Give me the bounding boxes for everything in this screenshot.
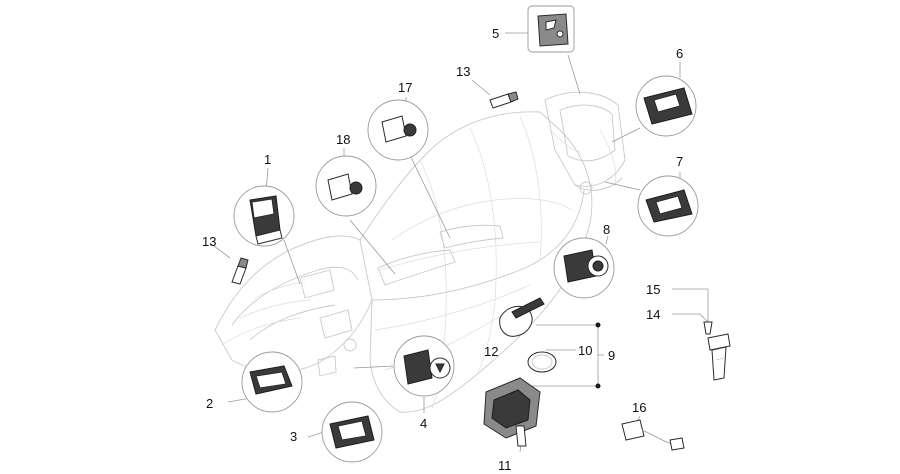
callout-8: 8 bbox=[603, 222, 610, 237]
callout-14: 14 bbox=[646, 307, 660, 322]
callout-1: 1 bbox=[264, 152, 271, 167]
part-16-wired-switch bbox=[621, 419, 685, 451]
callout-13-left: 13 bbox=[202, 234, 216, 249]
leader-lines bbox=[209, 32, 713, 453]
callout-18: 18 bbox=[336, 132, 350, 147]
callout-16: 16 bbox=[632, 400, 646, 415]
part-18-connector bbox=[315, 155, 377, 217]
callout-10: 10 bbox=[578, 343, 592, 358]
part-8-12v-socket bbox=[553, 237, 615, 299]
part-17-connector bbox=[367, 99, 429, 161]
callout-2: 2 bbox=[206, 396, 213, 411]
part-14-15-brake-switch bbox=[703, 321, 731, 381]
part-6-right-switch bbox=[635, 75, 697, 137]
part-4-power-socket bbox=[393, 335, 455, 397]
bracket-dot-bottom bbox=[595, 383, 601, 389]
callout-6: 6 bbox=[676, 46, 683, 61]
bracket-dot-top bbox=[595, 322, 601, 328]
callout-15: 15 bbox=[646, 282, 660, 297]
callout-11: 11 bbox=[498, 458, 512, 473]
callout-9: 9 bbox=[608, 348, 615, 363]
callout-17: 17 bbox=[398, 80, 412, 95]
callout-13-top: 13 bbox=[456, 64, 470, 79]
part-3-light-switch bbox=[321, 401, 383, 463]
callout-7: 7 bbox=[676, 154, 683, 169]
callout-4: 4 bbox=[420, 416, 427, 431]
callout-12: 12 bbox=[484, 344, 498, 359]
part-9-ignition-lock-assembly bbox=[483, 297, 557, 447]
callout-5: 5 bbox=[492, 26, 499, 41]
part-1-rocker-switch bbox=[233, 185, 295, 247]
part-5-button-panel bbox=[527, 5, 575, 53]
callout-numbers: 1 2 3 4 5 6 7 8 9 10 11 12 13 13 14 15 1… bbox=[202, 26, 683, 473]
scooter-body-outline bbox=[214, 91, 626, 413]
part-2-horn-switch bbox=[241, 351, 303, 413]
part-13-bulb-left bbox=[231, 257, 249, 285]
part-7-start-switch bbox=[637, 175, 699, 237]
callout-3: 3 bbox=[290, 429, 297, 444]
part-13-bulb-top bbox=[489, 91, 519, 109]
